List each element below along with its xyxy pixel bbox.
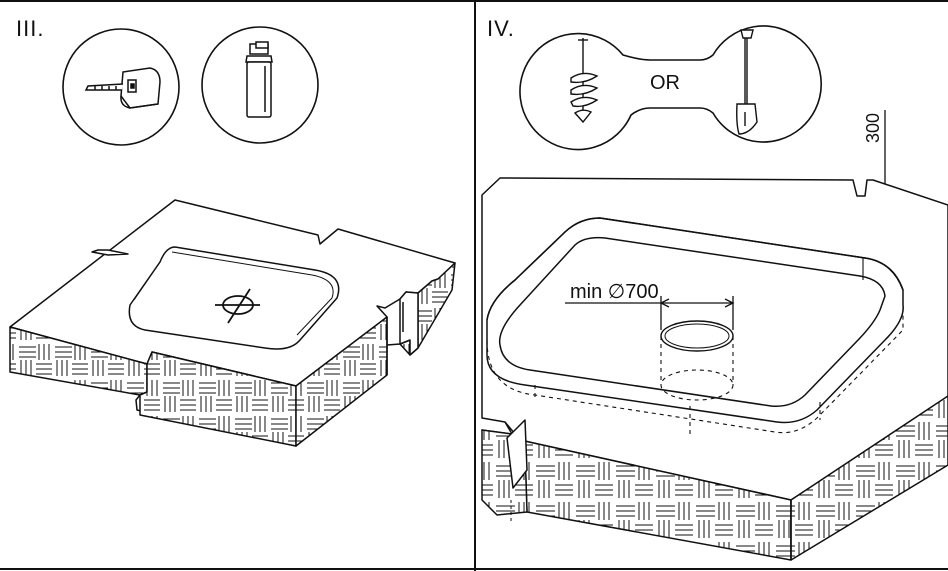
- step-4-illustration: OR 300: [481, 25, 948, 561]
- step-4-label: IV.: [487, 16, 515, 41]
- earth-auger-icon: [570, 38, 599, 124]
- frame-bottom: [0, 568, 948, 570]
- step-3-panel: III.: [9, 16, 456, 447]
- tool-or-separator: OR: [650, 72, 680, 94]
- step-3-illustration: [9, 26, 456, 447]
- center-mark-symbol: [215, 288, 260, 324]
- depth-dimension-label: 300: [863, 113, 883, 143]
- diameter-dimension-label: min ∅700: [570, 281, 659, 303]
- step-3-ground-slab: [9, 199, 456, 447]
- auger-hole-cylinder: [660, 320, 734, 401]
- spray-can-icon: [245, 41, 273, 118]
- shovel-icon: [736, 29, 758, 135]
- tape-measure-tool: [62, 28, 180, 146]
- step-3-label: III.: [16, 16, 45, 41]
- frame-top: [0, 0, 948, 2]
- spray-can-tool: [201, 26, 319, 144]
- diameter-dimension: [565, 296, 735, 330]
- tape-measure-icon: [84, 67, 161, 109]
- step-4-panel: IV. OR: [475, 0, 948, 571]
- step-4-ground-slab: [481, 177, 948, 561]
- panel-divider: [474, 0, 476, 571]
